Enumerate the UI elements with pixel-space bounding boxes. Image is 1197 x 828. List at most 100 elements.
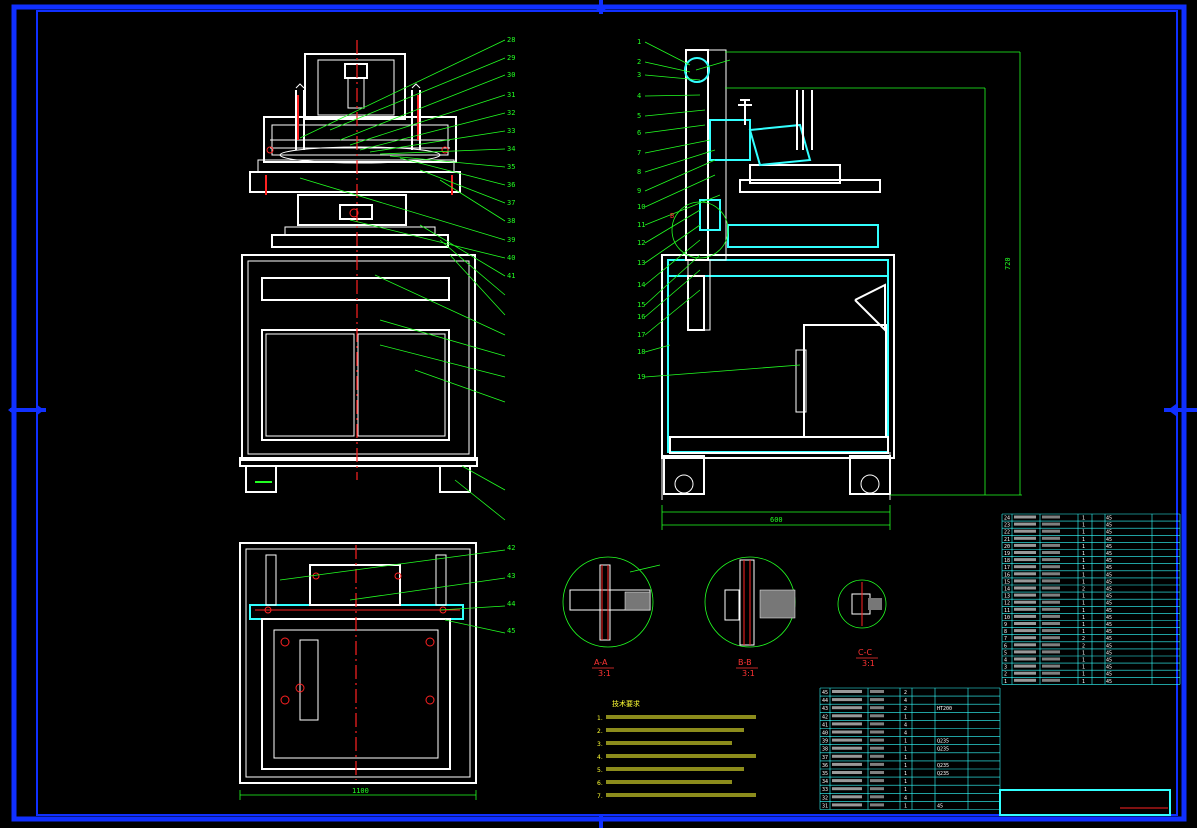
part-number: 12 — [1004, 601, 1010, 607]
part-name — [1042, 622, 1060, 625]
part-qty: 1 — [1082, 665, 1085, 671]
part-number: 34 — [822, 779, 828, 785]
part-material: 45 — [1106, 650, 1112, 656]
part-number: 9 — [1004, 622, 1007, 628]
part-number: 36 — [822, 763, 828, 769]
part-number: 37 — [822, 755, 828, 761]
note-text-line — [606, 754, 756, 758]
note-text-line — [606, 780, 732, 784]
part-code — [1014, 636, 1036, 640]
callout-number: 43 — [507, 572, 515, 580]
note-item: 6. — [597, 780, 603, 787]
part-qty: 1 — [904, 803, 907, 809]
depth-dimension: 720 — [1004, 257, 1012, 270]
part-number: 14 — [1004, 587, 1010, 593]
part-code — [1014, 551, 1036, 554]
part-number: 43 — [822, 706, 828, 712]
part-code — [1014, 558, 1036, 562]
part-name — [1042, 572, 1060, 576]
part-number: 10 — [1004, 615, 1010, 621]
front-callout-leaders — [299, 39, 506, 521]
callout-number: 40 — [507, 254, 515, 262]
callout-number: 6 — [637, 129, 641, 137]
part-qty: 1 — [1082, 565, 1085, 571]
part-code — [832, 746, 862, 750]
section-c-label: C-C — [858, 648, 872, 657]
part-code — [1014, 643, 1036, 647]
note-text-line — [606, 767, 744, 771]
callout-number: 12 — [637, 239, 645, 247]
part-name — [870, 779, 884, 783]
callout-number: 4 — [637, 92, 641, 100]
part-code — [1014, 614, 1036, 618]
part-qty: 1 — [1082, 537, 1085, 543]
part-qty: 4 — [904, 731, 907, 737]
part-name — [870, 738, 884, 742]
part-number: 20 — [1004, 544, 1010, 550]
part-code — [1014, 622, 1036, 625]
part-number: 22 — [1004, 530, 1010, 536]
part-code — [1014, 650, 1036, 654]
part-name — [1042, 650, 1060, 654]
note-item: 4. — [597, 754, 603, 761]
part-material: 45 — [1106, 658, 1112, 664]
part-code — [1014, 522, 1036, 526]
part-name — [1042, 600, 1060, 604]
part-number: 24 — [1004, 516, 1010, 522]
part-name — [1042, 522, 1060, 526]
part-code — [1014, 579, 1036, 583]
base-dimension: 600 — [770, 516, 783, 524]
part-name — [1042, 515, 1060, 519]
callout-number: 8 — [637, 168, 641, 176]
part-name — [1042, 678, 1060, 682]
part-qty: 1 — [1082, 629, 1085, 635]
part-qty: 1 — [904, 779, 907, 785]
part-number: 16 — [1004, 572, 1010, 578]
part-material: 45 — [1106, 601, 1112, 607]
part-material: 45 — [1106, 587, 1112, 593]
part-code — [832, 706, 862, 710]
part-qty: 1 — [1082, 650, 1085, 656]
section-detail-c — [837, 579, 887, 629]
part-material: 45 — [1106, 572, 1112, 578]
part-name — [870, 762, 884, 766]
note-text-line — [606, 741, 732, 745]
part-name — [1042, 529, 1060, 533]
part-code — [1014, 529, 1036, 533]
part-number: 15 — [1004, 579, 1010, 585]
callout-number: 5 — [637, 112, 641, 120]
callout-number: 13 — [637, 259, 645, 267]
section-b-label: B-B — [738, 658, 752, 667]
note-item: 1. — [597, 715, 603, 722]
part-material: 45 — [1106, 544, 1112, 550]
callout-number: 3 — [637, 71, 641, 79]
callout-number: 31 — [507, 91, 515, 99]
part-number: 32 — [822, 795, 828, 801]
notes-title: 技术要求 — [612, 699, 640, 708]
callout-number: 32 — [507, 109, 515, 117]
note-item: 3. — [597, 741, 603, 748]
note-text-line — [606, 793, 756, 797]
part-number: 39 — [822, 739, 828, 745]
part-qty: 1 — [1082, 601, 1085, 607]
callout-number: 11 — [637, 221, 645, 229]
title-block — [999, 789, 1171, 816]
part-qty: 1 — [1082, 615, 1085, 621]
part-number: 8 — [1004, 629, 1007, 635]
part-name — [870, 771, 884, 774]
part-code — [832, 714, 862, 718]
part-name — [870, 754, 884, 758]
part-number: 7 — [1004, 636, 1007, 642]
part-code — [832, 754, 862, 758]
part-number: 42 — [822, 714, 828, 720]
section-labels: A-A 3:1 B-B 3:1 C-C 3:1 — [592, 648, 878, 678]
part-name — [870, 714, 884, 718]
front-view — [239, 40, 478, 493]
note-item: 2. — [597, 728, 603, 735]
part-name — [870, 795, 884, 799]
part-code — [832, 690, 862, 693]
part-code — [1014, 664, 1036, 668]
